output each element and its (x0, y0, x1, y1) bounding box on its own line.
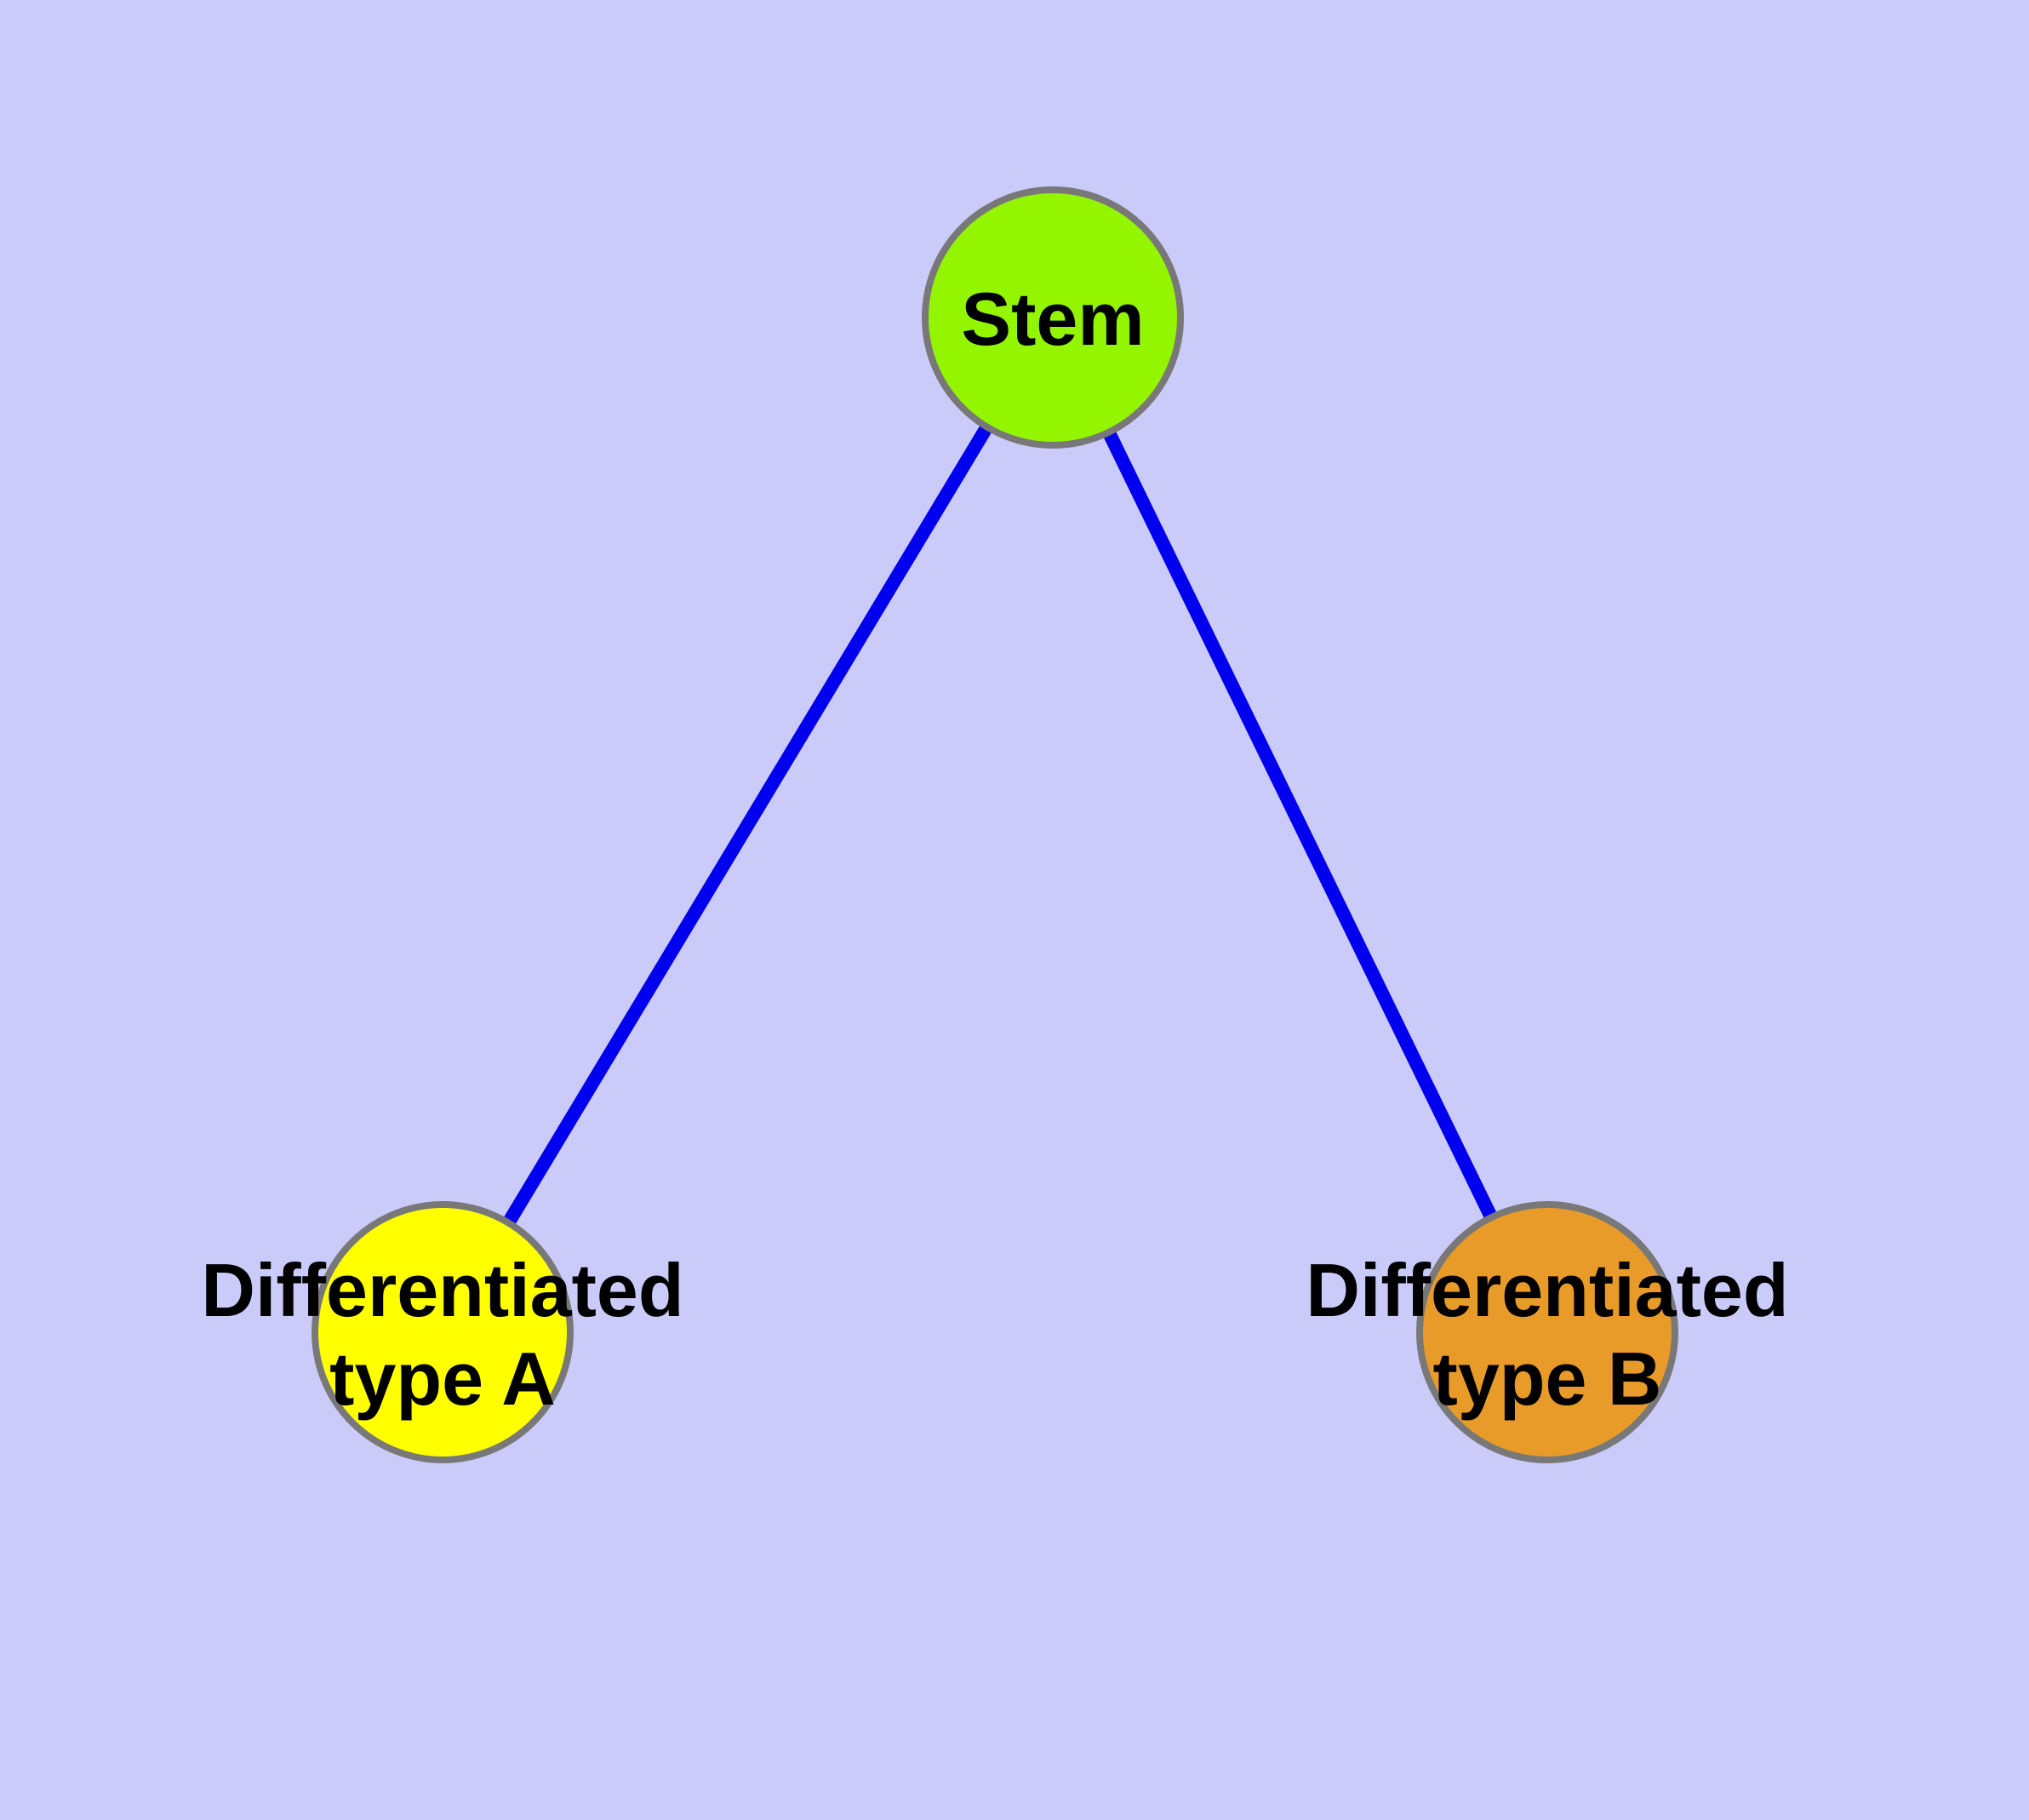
node-stem (922, 186, 1184, 449)
edge-stem-to-type-b (1046, 314, 1554, 1336)
node-label-type-a-line1: Differentiated (201, 1248, 683, 1332)
node-label-stem: Stem (961, 277, 1144, 361)
node-differentiated-type-b (1416, 1201, 1678, 1463)
node-label-type-a-line2: type A (329, 1336, 556, 1421)
node-label-type-b-line2: type B (1433, 1336, 1662, 1421)
edge-stem-to-type-a (437, 313, 1059, 1336)
node-differentiated-type-a (311, 1201, 574, 1463)
node-label-type-b-line1: Differentiated (1306, 1248, 1788, 1332)
